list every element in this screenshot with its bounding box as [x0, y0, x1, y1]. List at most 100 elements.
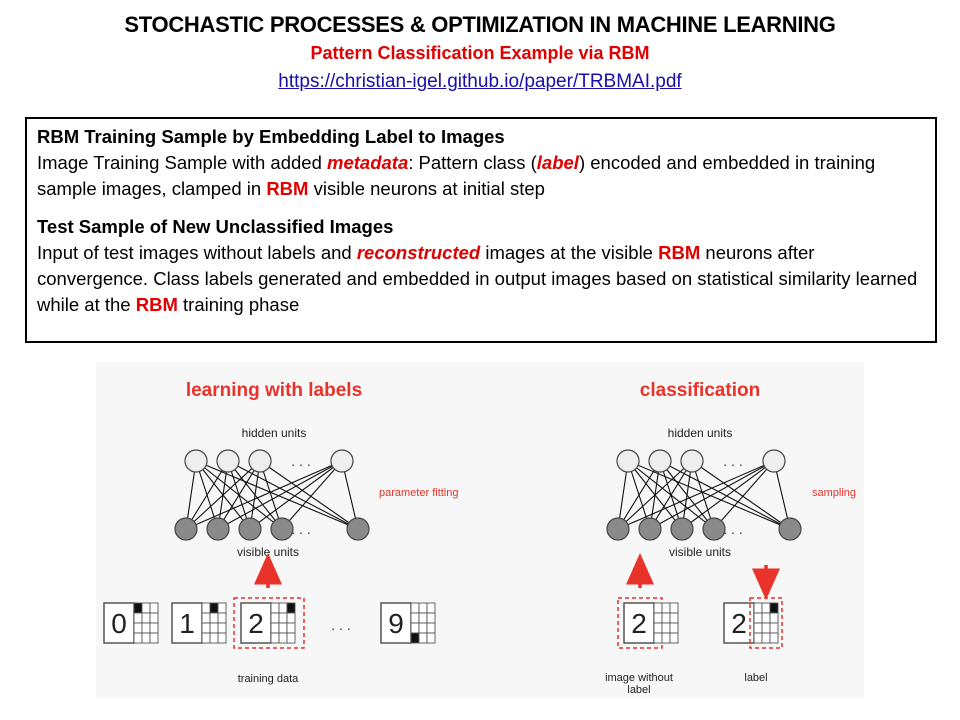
- label-cell: [286, 612, 296, 624]
- connection: [249, 460, 343, 530]
- label-cell: [753, 612, 763, 624]
- visible-unit: [702, 517, 726, 541]
- label-cell: [209, 622, 219, 634]
- label-cell: [278, 632, 288, 644]
- label-cell: [753, 632, 763, 644]
- label-cell: [133, 602, 143, 614]
- metadata-emphasis: metadata: [327, 152, 409, 173]
- hidden-unit: [762, 449, 786, 473]
- digit-2: 2: [248, 608, 264, 639]
- visible-ellipsis: . . .: [291, 521, 310, 537]
- label-cell: [278, 612, 288, 624]
- label-cell: [286, 602, 296, 614]
- label-cell: [217, 612, 227, 624]
- connection: [217, 460, 261, 530]
- hidden-unit: [616, 449, 640, 473]
- page-subtitle: Pattern Classification Example via RBM: [310, 43, 650, 63]
- hidden-unit: [680, 449, 704, 473]
- section1-text-part: Image Training Sample with added: [37, 152, 328, 173]
- label-cell: [426, 602, 436, 614]
- label-cell: [217, 602, 227, 614]
- visible-ellipsis: . . .: [723, 521, 742, 537]
- label-emphasis: label: [536, 152, 579, 173]
- label-cell: [653, 602, 663, 614]
- image-without-label-text-2: label: [627, 684, 650, 696]
- right-network: . . . . . .: [606, 449, 802, 541]
- label-cell: [141, 632, 151, 644]
- label-cell: [270, 612, 280, 624]
- label-cell: [653, 612, 663, 624]
- section2-text-part: Input of test images without labels and: [37, 242, 357, 263]
- connection: [341, 460, 359, 530]
- label-cell: [418, 612, 428, 624]
- connection: [217, 460, 343, 530]
- connection: [617, 460, 693, 530]
- connection: [195, 460, 359, 530]
- visible-unit: [778, 517, 802, 541]
- label-cell: [149, 622, 159, 634]
- paper-link-container: https://christian-igel.github.io/paper/T…: [0, 71, 960, 93]
- section2-heading: Test Sample of New Unclassified Images: [37, 216, 394, 237]
- label-cell: [149, 612, 159, 624]
- label-cell: [418, 632, 428, 644]
- section1-text-part: : Pattern class (: [408, 152, 537, 173]
- label-cell: [270, 632, 280, 644]
- visible-unit: [206, 517, 230, 541]
- label-cell: [286, 622, 296, 634]
- label-cell: [653, 632, 663, 644]
- label-cell: [201, 612, 211, 624]
- label-cell: [761, 612, 771, 624]
- label-cell: [141, 612, 151, 624]
- right-visible-units-label: visible units: [669, 545, 731, 559]
- label-cell: [149, 632, 159, 644]
- description-box: RBM Training Sample by Embedding Label t…: [25, 117, 937, 343]
- label-cell: [286, 632, 296, 644]
- paper-link[interactable]: https://christian-igel.github.io/paper/T…: [278, 71, 682, 92]
- connection: [627, 460, 791, 530]
- connection: [713, 460, 775, 530]
- image-without-label: 2: [617, 597, 679, 649]
- connection: [691, 460, 715, 530]
- label-cell: [661, 602, 671, 614]
- label-cell: [669, 602, 679, 614]
- classification-title: classification: [640, 380, 760, 401]
- left-network: . . .. . .: [174, 449, 370, 541]
- training-image-0: 0: [103, 602, 159, 644]
- label-cell: [418, 622, 428, 634]
- label-cell: [141, 602, 151, 614]
- hidden-ellipsis: . . .: [723, 453, 742, 469]
- hidden-unit: [648, 449, 672, 473]
- label-cell: [669, 622, 679, 634]
- label-cell: [201, 622, 211, 634]
- connection: [259, 460, 359, 530]
- rbm-emphasis: RBM: [266, 178, 309, 199]
- label-cell: [753, 602, 763, 614]
- label-cell: [133, 622, 143, 634]
- label-cell: [661, 612, 671, 624]
- label-cell: [278, 602, 288, 614]
- connection: [617, 460, 775, 530]
- digit-0: 0: [111, 608, 127, 639]
- training-image-1: 1: [171, 602, 227, 644]
- output-digit: 2: [731, 608, 747, 639]
- visible-unit: [174, 517, 198, 541]
- label-cell: [661, 622, 671, 634]
- label-cell: [410, 602, 420, 614]
- label-cell: [769, 602, 779, 614]
- label-cell: [201, 632, 211, 644]
- connection: [649, 460, 775, 530]
- label-cell: [149, 602, 159, 614]
- visible-unit: [238, 517, 262, 541]
- label-cell: [217, 632, 227, 644]
- label-cell: [209, 602, 219, 614]
- left-visible-units-label: visible units: [237, 545, 299, 559]
- rbm-diagram: learning with labels hidden units . . ..…: [103, 380, 856, 696]
- connection: [185, 460, 261, 530]
- connection: [185, 460, 343, 530]
- parameter-fitting-label: parameter fitting: [379, 487, 458, 499]
- training-image-2: 2: [233, 597, 305, 649]
- training-data-label: training data: [238, 673, 299, 685]
- label-cell: [270, 622, 280, 634]
- hidden-unit: [248, 449, 272, 473]
- connection: [185, 460, 229, 530]
